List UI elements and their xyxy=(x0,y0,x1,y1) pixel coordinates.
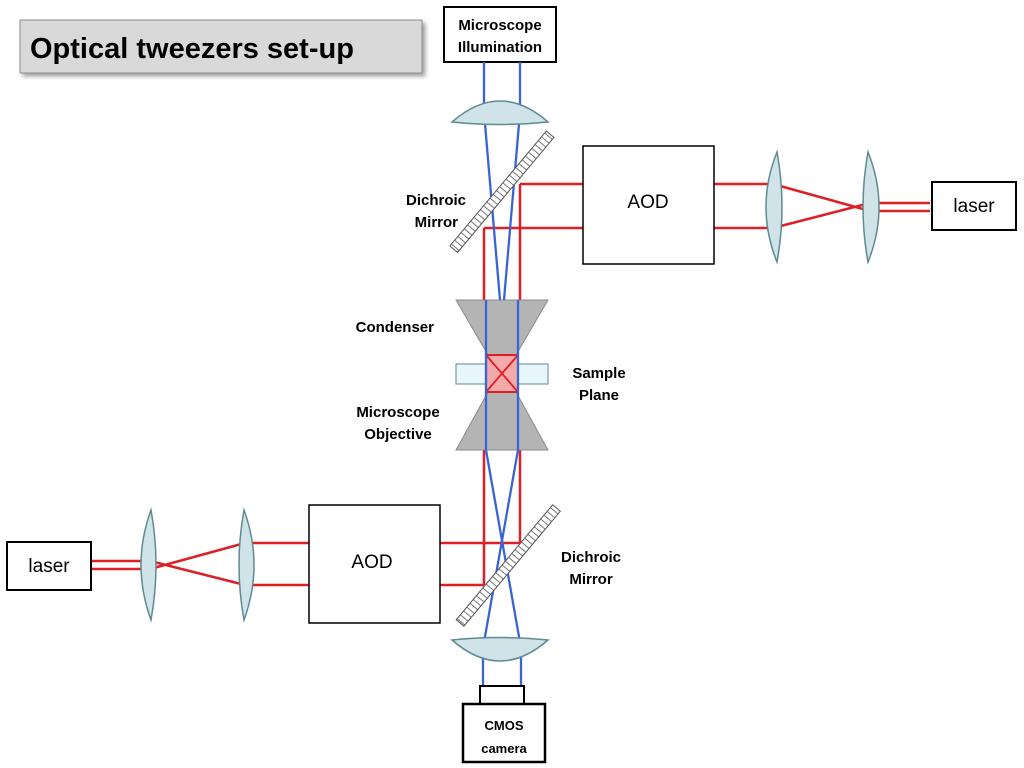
laser-left-label: laser xyxy=(28,556,70,577)
condenser xyxy=(455,299,549,356)
microscope-illumination-label-line2: Illumination xyxy=(458,39,542,56)
vertical-laser-beams xyxy=(482,184,522,585)
laser-right-box: laser xyxy=(931,181,1017,231)
microscope-illumination-box: Microscope Illumination xyxy=(443,6,557,63)
laser-focus xyxy=(485,354,519,393)
objective-label-line1: Microscope xyxy=(356,404,439,421)
dichroic-top-label-line2: Mirror xyxy=(415,214,459,231)
illumination-beams xyxy=(481,62,523,688)
dichroic-top-label-line1: Dichroic xyxy=(406,192,466,209)
sample-plane-label-line2: Plane xyxy=(579,387,619,404)
aod-bottom-box: AOD xyxy=(308,504,441,624)
microscope-objective xyxy=(455,391,549,451)
microscope-illumination-label-line1: Microscope xyxy=(458,17,541,34)
page-title: Optical tweezers set-up xyxy=(30,33,354,65)
camera-lens xyxy=(450,636,550,662)
laser-right-label: laser xyxy=(953,196,995,217)
cmos-camera-label-line2: camera xyxy=(481,741,527,756)
right-lens-1 xyxy=(862,149,880,265)
aod-bottom-label: AOD xyxy=(351,552,392,573)
cmos-camera: CMOS camera xyxy=(461,685,547,764)
left-lens-1 xyxy=(140,507,157,623)
sample-plane-label-line1: Sample xyxy=(572,365,625,382)
right-lens-2 xyxy=(765,149,783,265)
laser-left-box: laser xyxy=(6,541,92,591)
dichroic-bottom-label-line1: Dichroic xyxy=(561,549,621,566)
aod-top-label: AOD xyxy=(627,192,668,213)
objective-label-line2: Objective xyxy=(364,426,432,443)
left-lens-2 xyxy=(238,507,255,623)
cmos-camera-label-line1: CMOS xyxy=(485,718,524,733)
right-laser-beams xyxy=(484,182,930,230)
title-box: Optical tweezers set-up xyxy=(19,19,423,74)
dichroic-mirror-top xyxy=(449,130,555,254)
dichroic-bottom-label-line2: Mirror xyxy=(569,571,613,588)
aod-top-box: AOD xyxy=(582,145,715,265)
dichroic-mirror-bottom xyxy=(455,504,562,627)
illumination-lens xyxy=(450,100,550,126)
condenser-label: Condenser xyxy=(356,319,435,336)
